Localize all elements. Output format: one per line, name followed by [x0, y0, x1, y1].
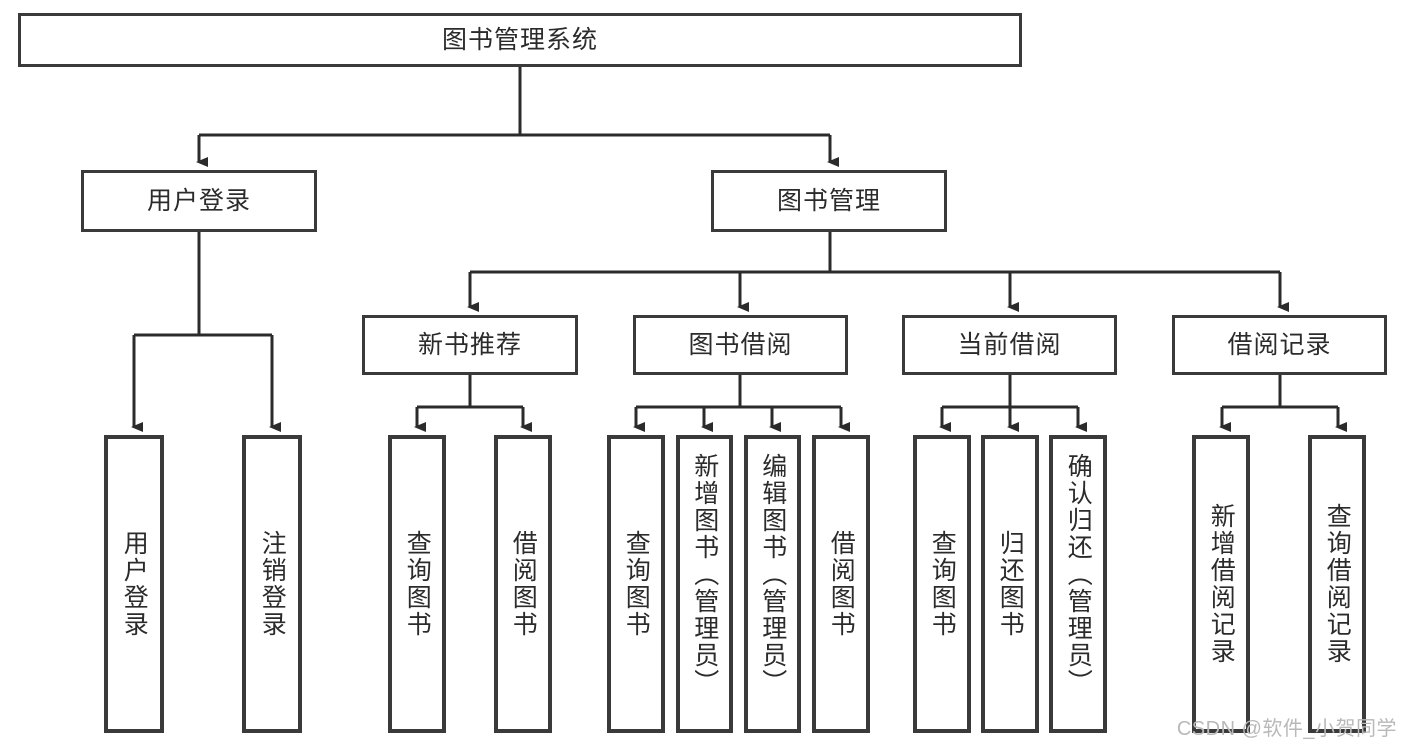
leaf-record-query-record[interactable]: 查询借阅记录	[1308, 435, 1366, 733]
leaf-user-login-logout[interactable]: 注销登录	[242, 435, 302, 733]
node-label: 确认归还（管理员）	[1064, 453, 1093, 696]
watermark-text: CSDN @软件_小贺同学	[1176, 718, 1397, 740]
leaf-text-wrap: 新增图书（管理员）	[680, 439, 729, 729]
node-label: 借阅图书	[509, 530, 538, 638]
node-label: 借阅记录	[1227, 331, 1332, 359]
node-book-management[interactable]: 图书管理	[711, 170, 947, 232]
leaf-text-wrap: 新增借阅记录	[1196, 439, 1246, 729]
node-user-login[interactable]: 用户登录	[81, 170, 317, 232]
leaf-recommend-borrow-book[interactable]: 借阅图书	[494, 435, 552, 733]
leaf-text-wrap: 归还图书	[985, 439, 1035, 729]
leaf-record-add-record[interactable]: 新增借阅记录	[1192, 435, 1250, 733]
leaf-text-wrap: 查询图书	[917, 439, 967, 729]
node-new-book-recommend[interactable]: 新书推荐	[362, 315, 578, 375]
leaf-current-confirm-return-admin[interactable]: 确认归还（管理员）	[1049, 435, 1107, 733]
node-root-system[interactable]: 图书管理系统	[18, 13, 1022, 67]
node-label: 用户登录	[146, 187, 251, 215]
leaf-current-return-book[interactable]: 归还图书	[981, 435, 1039, 733]
leaf-text-wrap: 借阅图书	[498, 439, 548, 729]
node-label: 图书管理系统	[441, 26, 598, 54]
node-borrow-record[interactable]: 借阅记录	[1172, 315, 1387, 375]
node-label: 图书管理	[776, 187, 881, 215]
leaf-borrow-add-book-admin[interactable]: 新增图书（管理员）	[676, 435, 733, 733]
node-label: 编辑图书（管理员）	[758, 453, 787, 696]
node-label: 新增借阅记录	[1207, 503, 1236, 665]
leaf-current-query-book[interactable]: 查询图书	[913, 435, 971, 733]
leaf-borrow-borrow-book[interactable]: 借阅图书	[812, 435, 870, 733]
leaf-text-wrap: 注销登录	[246, 439, 298, 729]
leaf-text-wrap: 用户登录	[108, 439, 160, 729]
leaf-user-login-login[interactable]: 用户登录	[104, 435, 164, 733]
node-label: 查询图书	[622, 530, 651, 638]
node-book-borrow[interactable]: 图书借阅	[633, 315, 848, 375]
node-label: 当前借阅	[957, 331, 1062, 359]
leaf-text-wrap: 编辑图书（管理员）	[748, 439, 797, 729]
leaf-text-wrap: 查询借阅记录	[1312, 439, 1362, 729]
node-label: 查询借阅记录	[1323, 503, 1352, 665]
leaf-borrow-query-book[interactable]: 查询图书	[607, 435, 665, 733]
node-label: 新增图书（管理员）	[690, 453, 719, 696]
node-label: 查询图书	[403, 530, 432, 638]
node-label: 新书推荐	[417, 331, 522, 359]
node-label: 图书借阅	[688, 331, 793, 359]
node-label: 查询图书	[928, 530, 957, 638]
node-label: 归还图书	[996, 530, 1025, 638]
leaf-text-wrap: 查询图书	[392, 439, 442, 729]
leaf-text-wrap: 查询图书	[611, 439, 661, 729]
node-label: 借阅图书	[827, 530, 856, 638]
node-current-borrow[interactable]: 当前借阅	[902, 315, 1117, 375]
leaf-borrow-edit-book-admin[interactable]: 编辑图书（管理员）	[744, 435, 801, 733]
leaf-text-wrap: 确认归还（管理员）	[1053, 439, 1103, 729]
node-label: 用户登录	[120, 530, 149, 638]
leaf-recommend-query-book[interactable]: 查询图书	[388, 435, 446, 733]
node-label: 注销登录	[258, 530, 287, 638]
leaf-text-wrap: 借阅图书	[816, 439, 866, 729]
